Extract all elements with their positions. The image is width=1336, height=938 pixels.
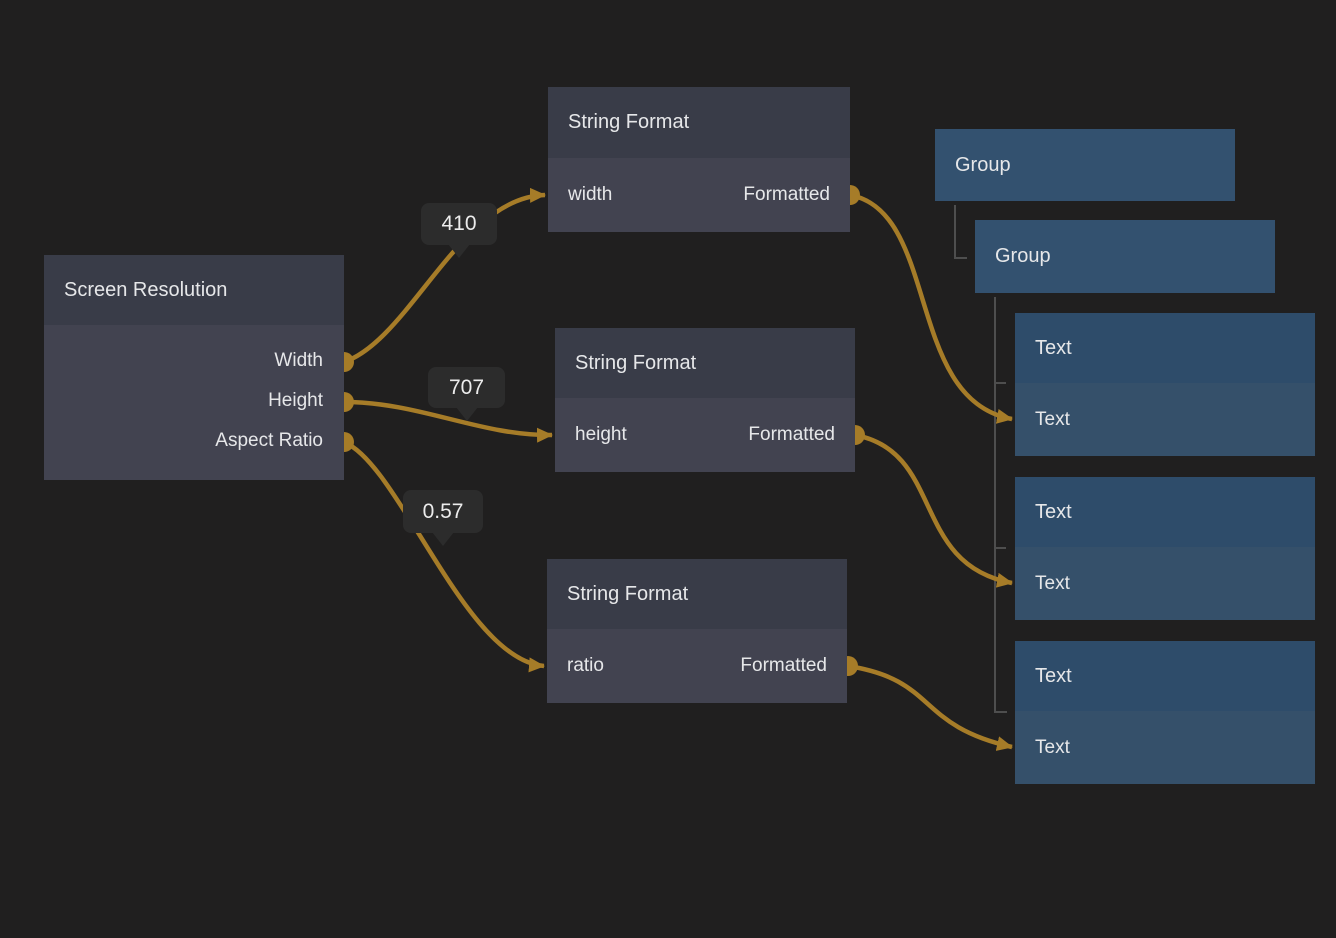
node-title: Group	[955, 153, 1011, 176]
node-text-ratio[interactable]: Text Text	[1015, 641, 1315, 784]
node-string-format-height[interactable]: String Format height Formatted	[555, 328, 855, 472]
node-body: width Formatted	[548, 158, 850, 232]
wire-formatted-height-to-text[interactable]	[854, 432, 1013, 588]
wire-ratio-to-string-format[interactable]	[343, 439, 545, 673]
node-group-outer[interactable]: Group	[935, 129, 1235, 201]
node-title-bar: String Format	[555, 328, 855, 398]
node-body: Width Height Aspect Ratio	[44, 325, 344, 480]
node-body: ratio Formatted	[547, 629, 847, 703]
wire-value-badge-width: 410	[421, 203, 497, 245]
input-label-text: Text	[1035, 736, 1070, 758]
node-title: Text	[1035, 664, 1072, 687]
output-row-aspect-ratio: Aspect Ratio	[44, 421, 344, 461]
output-row-width: Width	[44, 341, 344, 381]
wire-value-height: 707	[448, 375, 485, 399]
node-title-bar: Text	[1015, 641, 1315, 711]
node-string-format-ratio[interactable]: String Format ratio Formatted	[547, 559, 847, 703]
output-label-formatted: Formatted	[743, 184, 830, 205]
input-label-width: width	[568, 184, 613, 205]
node-title-bar: Text	[1015, 313, 1315, 383]
node-title-bar: Screen Resolution	[44, 255, 344, 325]
group-hierarchy-line-outer	[954, 205, 967, 259]
node-title-bar: String Format	[548, 87, 850, 158]
node-body: Text	[1015, 547, 1315, 620]
input-label-text: Text	[1035, 408, 1070, 430]
node-title: String Format	[568, 111, 690, 133]
node-body: Text	[1015, 383, 1315, 456]
wire-value-aspect-ratio: 0.57	[422, 499, 464, 523]
node-text-width[interactable]: Text Text	[1015, 313, 1315, 456]
wire-value-width: 410	[441, 212, 477, 235]
output-label-width: Width	[274, 350, 323, 371]
node-title: String Format	[575, 351, 697, 374]
input-label-height: height	[575, 424, 627, 445]
node-string-format-width[interactable]: String Format width Formatted	[548, 87, 850, 232]
node-title: String Format	[567, 582, 689, 605]
node-title: Text	[1035, 500, 1072, 523]
output-row-height: Height	[44, 381, 344, 421]
group-hierarchy-line-inner	[994, 297, 1007, 713]
node-title: Screen Resolution	[64, 278, 228, 301]
node-screen-resolution[interactable]: Screen Resolution Width Height Aspect Ra…	[44, 255, 344, 480]
node-title: Text	[1035, 336, 1072, 359]
output-label-formatted: Formatted	[740, 655, 827, 676]
input-label-ratio: ratio	[567, 655, 604, 676]
wire-value-badge-aspect-ratio: 0.57	[403, 490, 483, 533]
node-body: Text	[1015, 711, 1315, 784]
wire-value-badge-height: 707	[428, 367, 505, 408]
node-group-inner[interactable]: Group	[975, 220, 1275, 293]
output-label-height: Height	[268, 390, 323, 411]
output-label-aspect-ratio: Aspect Ratio	[215, 430, 323, 451]
output-label-formatted: Formatted	[748, 424, 835, 445]
node-title: Group	[995, 245, 1051, 267]
node-text-height[interactable]: Text Text	[1015, 477, 1315, 620]
node-body: height Formatted	[555, 398, 855, 472]
node-title-bar: String Format	[547, 559, 847, 629]
wire-formatted-ratio-to-text[interactable]	[847, 663, 1013, 751]
node-title-bar: Text	[1015, 477, 1315, 547]
input-label-text: Text	[1035, 572, 1070, 594]
